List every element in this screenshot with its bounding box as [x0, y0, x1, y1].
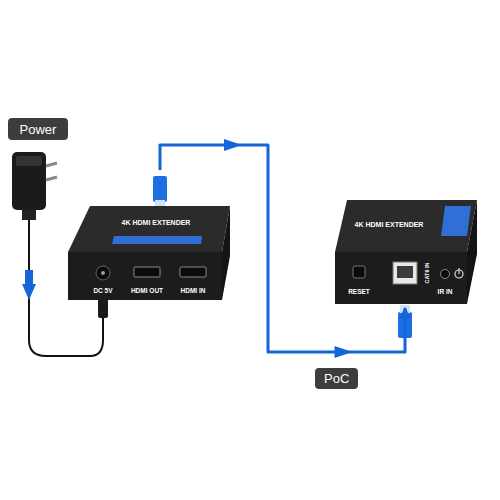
- flow-arrow: [22, 284, 36, 300]
- extender-box: 4K HDMI EXTENDER RESET CAT6 IN IR IN: [333, 196, 479, 308]
- device-title: Power: [20, 123, 57, 136]
- rj45-plug: [153, 176, 167, 208]
- flow-arrow: [224, 139, 242, 151]
- port-label: HDMI IN: [181, 288, 206, 295]
- port-label: RESET: [348, 289, 370, 296]
- caption-tag: Power: [8, 118, 68, 140]
- port-label: IR IN: [438, 289, 453, 296]
- port-label: DC 5V: [93, 288, 112, 295]
- port-label: CAT6 IN: [425, 263, 431, 284]
- port-label: HDMI OUT: [131, 288, 163, 295]
- cable-tag: PoC: [315, 368, 358, 389]
- device-shape: [66, 170, 232, 302]
- flow-arrow: [335, 346, 353, 358]
- flow-arrow-tail: [25, 270, 33, 286]
- power-adapter: [12, 152, 57, 220]
- device-title: 4K HDMI EXTENDER: [122, 219, 191, 226]
- device-title: 4K HDMI EXTENDER: [355, 221, 424, 228]
- extender-box: 4K HDMI EXTENDER DC 5V HDMI OUT HDMI IN: [66, 170, 232, 302]
